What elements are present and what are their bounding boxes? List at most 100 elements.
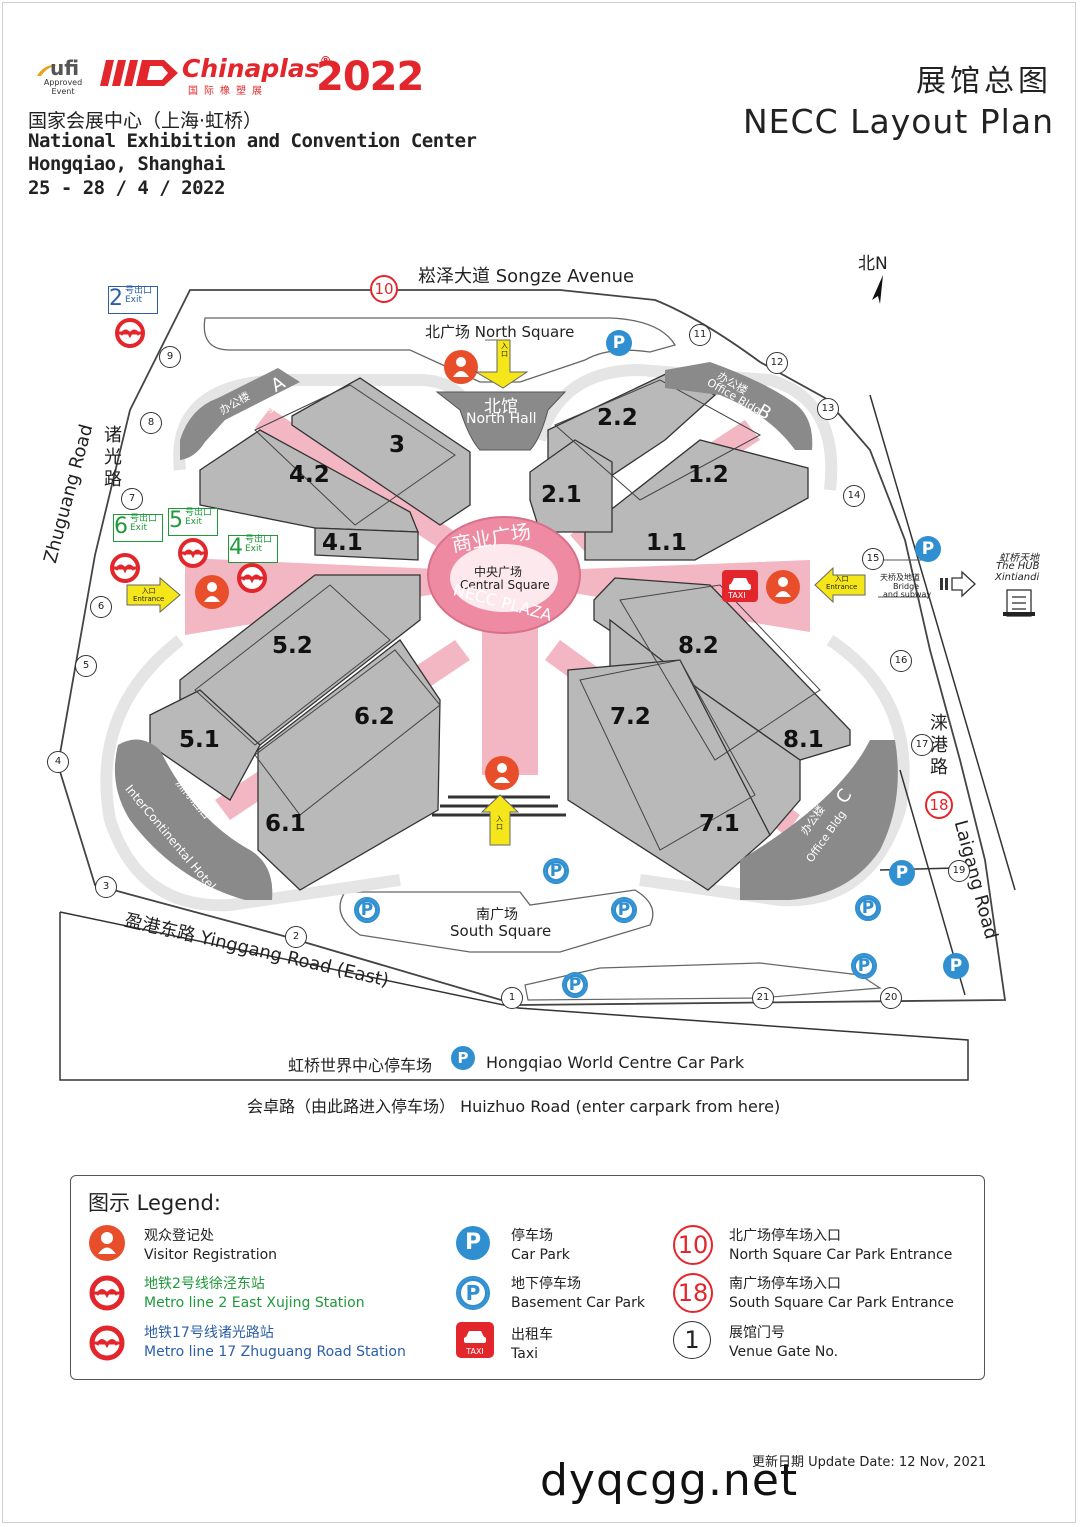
hall-3[interactable]: 3 — [389, 432, 406, 458]
north-square-label: 北广场 North Square — [425, 323, 575, 341]
gate-4[interactable]: 4 — [47, 751, 69, 773]
legend-taxi-icon: TAXI — [456, 1322, 494, 1358]
hub-en2: Xintiandi — [995, 572, 1040, 583]
parking-icon-southeast-1[interactable]: P — [889, 860, 915, 886]
entrance-north-label: 入口 — [501, 342, 508, 358]
office-bldg-c — [740, 740, 898, 900]
brand-year: 2022 — [316, 54, 424, 100]
road-songze: 崧泽大道 Songze Avenue — [418, 266, 635, 287]
gate-16[interactable]: 16 — [890, 650, 912, 672]
hub-en1: The HUB — [996, 561, 1040, 572]
hall-8-1[interactable]: 8.1 — [783, 727, 824, 753]
gate-7[interactable]: 7 — [121, 488, 143, 510]
hall-roof-outlines — [194, 379, 821, 851]
hub-building-icon — [1003, 589, 1035, 617]
bridge-cn: 天桥及地道 — [880, 573, 920, 582]
legend-south-entrance-icon: 18 — [673, 1273, 713, 1313]
hall-1-1[interactable]: 1.1 — [646, 530, 687, 556]
southeast-road-area — [524, 962, 882, 1001]
hall-8-2[interactable]: 8.2 — [678, 633, 719, 659]
ufi-swoosh-icon — [37, 64, 57, 76]
hall-5-2[interactable]: 5.2 — [272, 633, 313, 659]
ufi-text: ufi — [50, 56, 80, 80]
hall-7-2[interactable]: 7.2 — [610, 704, 651, 730]
hall-6-2[interactable]: 6.2 — [354, 704, 395, 730]
gate-12[interactable]: 12 — [766, 352, 788, 374]
entrance-south-label: 入口 — [496, 815, 503, 831]
gate-21[interactable]: 21 — [752, 987, 774, 1009]
bridge-en1: Bridge — [893, 582, 920, 591]
road-zhuguang-cn: 诸光路 — [104, 425, 122, 490]
legend-basement-icon: P — [456, 1276, 490, 1310]
gate-3[interactable]: 3 — [95, 876, 117, 898]
car-park-entrance-10[interactable]: 10 — [370, 275, 398, 303]
central-square — [450, 544, 558, 612]
bridge-en2: and subway — [883, 590, 932, 599]
legend-taxi-text: TAXI — [465, 1347, 484, 1356]
hall-7-1[interactable]: 7.1 — [699, 811, 740, 837]
basement-parking-icon-3[interactable]: P — [611, 897, 637, 923]
hall-5-1[interactable]: 5.1 — [179, 727, 220, 753]
exhibition-halls — [149, 371, 851, 891]
venue-map — [57, 275, 1035, 1081]
gate-13[interactable]: 13 — [817, 398, 839, 420]
legend-metro17-icon — [89, 1325, 125, 1361]
hall-4-1[interactable]: 4.1 — [322, 530, 363, 556]
registration-icons — [195, 350, 800, 790]
parking-icon-east[interactable]: P — [915, 536, 941, 562]
parking-icon-southeast-2[interactable]: P — [943, 953, 969, 979]
legend-icons-col1 — [89, 1225, 125, 1361]
hongqiao-car-park-en: Hongqiao World Centre Car Park — [486, 1053, 745, 1072]
gate-11[interactable]: 11 — [689, 324, 711, 346]
north-arrow-icon — [872, 275, 883, 304]
venue-en-line1: National Exhibition and Convention Cente… — [28, 130, 477, 152]
office-bldg-b — [665, 362, 813, 450]
gate-15[interactable]: 15 — [862, 548, 884, 570]
legend-box — [70, 1175, 985, 1380]
central-square-en: Central Square — [460, 578, 550, 592]
gate-14[interactable]: 14 — [843, 485, 865, 507]
chinaplas-stripes-icon — [100, 60, 178, 86]
hall-2-2[interactable]: 2.2 — [597, 405, 638, 431]
basement-parking-icon-1[interactable]: P — [543, 858, 569, 884]
entrance-arrows — [126, 339, 866, 846]
gate-1[interactable]: 1 — [501, 987, 523, 1009]
hall-2-1[interactable]: 2.1 — [541, 482, 582, 508]
gate-19[interactable]: 19 — [948, 860, 970, 882]
car-park-entrance-18[interactable]: 18 — [925, 791, 953, 819]
hall-6-1[interactable]: 6.1 — [265, 811, 306, 837]
title-en: NECC Layout Plan — [743, 102, 1054, 141]
basement-parking-icon-5[interactable]: P — [851, 953, 877, 979]
watermark: dyqcgg.net — [540, 1455, 799, 1506]
gate-6[interactable]: 6 — [90, 596, 112, 618]
intercontinental-hotel — [114, 739, 273, 900]
venue-en-line2: Hongqiao, Shanghai — [28, 153, 225, 175]
basement-parking-icon-4[interactable]: P — [855, 895, 881, 921]
hall-4-2[interactable]: 4.2 — [289, 462, 330, 488]
venue-cn: 国家会展中心（上海·虹桥） — [28, 110, 263, 132]
north-hall-en: North Hall — [466, 411, 537, 427]
gate-17[interactable]: 17 — [911, 734, 933, 756]
gate-5[interactable]: 5 — [75, 655, 97, 677]
gate-20[interactable]: 20 — [880, 987, 902, 1009]
parking-icon-north[interactable]: P — [606, 330, 632, 356]
gate-2[interactable]: 2 — [285, 926, 307, 948]
gate-9[interactable]: 9 — [159, 346, 181, 368]
compass-label: 北N — [858, 254, 888, 274]
south-square-en: South Square — [450, 922, 552, 940]
basement-parking-icon-2[interactable]: P — [354, 897, 380, 923]
gate-8[interactable]: 8 — [140, 412, 162, 434]
hall-1-2[interactable]: 1.2 — [688, 462, 729, 488]
title-cn: 展馆总图 — [916, 64, 1052, 99]
basement-parking-icon-6[interactable]: P — [562, 972, 588, 998]
